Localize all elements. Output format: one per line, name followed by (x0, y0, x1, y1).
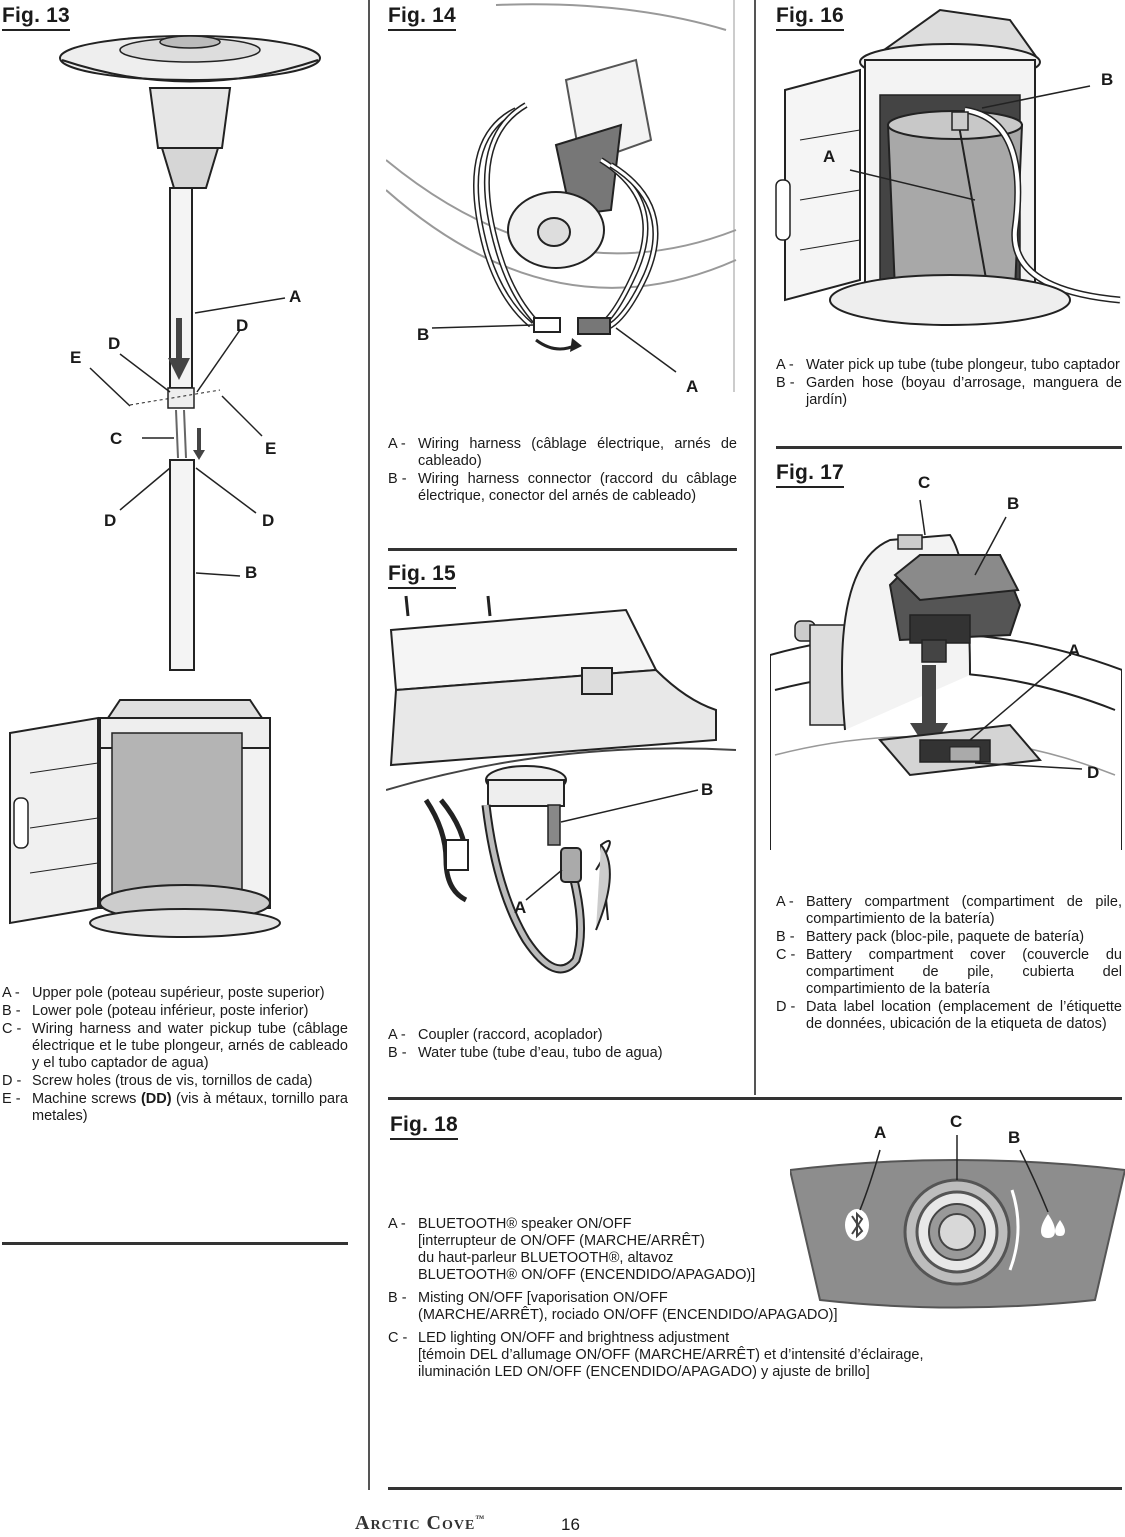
caption-item: B -Water tube (tube d’eau, tubo de agua) (388, 1045, 663, 1061)
caption-item: C -Battery compartment cover (couvercle … (776, 947, 1122, 997)
caption-item: A -Upper pole (poteau supérieur, poste s… (2, 985, 325, 1001)
caption-item: B -Garden hose (boyau d’arrosage, mangue… (776, 375, 1122, 408)
caption-item: D -Screw holes (trous de vis, tornillos … (2, 1073, 313, 1089)
caption-item: B -Lower pole (poteau inférieur, poste i… (2, 1003, 309, 1019)
fig13-label-c: C (110, 429, 123, 448)
fig13-label-d4: D (262, 511, 275, 530)
fig17-label-b: B (1007, 494, 1020, 513)
caption-item: C -Wiring harness and water pickup tube … (2, 1021, 348, 1071)
page-number: 16 (561, 1515, 580, 1534)
fig14-title: Fig. 14 (388, 4, 456, 31)
fig13-bottom-rule (2, 1242, 348, 1245)
fig18-caption: A - BLUETOOTH® speaker ON/OFF [interrupt… (388, 1216, 1028, 1387)
caption-item: E -Machine screws (DD) (vis à métaux, to… (2, 1091, 348, 1124)
fig13-label-d3: D (104, 511, 117, 530)
caption-item: A - BLUETOOTH® speaker ON/OFF [interrupt… (388, 1216, 756, 1283)
fig17-battery-illustration (770, 499, 1122, 850)
fig17-caption: A -Battery compartment (compartiment de … (776, 894, 1122, 1034)
fig18-label-b: B (1008, 1128, 1021, 1147)
caption-item: A -Coupler (raccord, acoplador) (388, 1027, 603, 1043)
fig14-wiring-illustration (386, 0, 737, 392)
fig18-title: Fig. 18 (390, 1113, 458, 1140)
fig17-label-c: C (918, 473, 931, 492)
caption-item: A -Wiring harness (câblage électrique, a… (388, 436, 737, 469)
fig18-bottom-rule (388, 1487, 1122, 1490)
fig13-label-d2: D (108, 334, 121, 353)
fig15-label-b: B (701, 780, 714, 799)
fig16-label-a: A (823, 147, 836, 166)
caption-item: B -Battery pack (bloc-pile, paquete de b… (776, 929, 1085, 945)
fig13-label-d1: D (236, 316, 249, 335)
caption-item: D -Data label location (emplacement de l… (776, 999, 1122, 1032)
fig14-label-a: A (686, 377, 699, 396)
caption-item: A -Water pick up tube (tube plongeur, tu… (776, 357, 1120, 373)
fig13-label-e2: E (265, 439, 277, 458)
fig17-label-a: A (1068, 641, 1081, 660)
fig17-label-d: D (1087, 763, 1100, 782)
column-divider-left (368, 0, 370, 1490)
fig13-label-b: B (245, 563, 258, 582)
fig18-control-panel-illustration (790, 1135, 1125, 1309)
caption-item: C - LED lighting ON/OFF and brightness a… (388, 1330, 924, 1380)
fig14-bottom-rule (388, 548, 737, 551)
fig16-reservoir-illustration (775, 8, 1121, 326)
fig13-title: Fig. 13 (2, 4, 70, 31)
fig18-label-c: C (950, 1112, 963, 1131)
fig13-label-e1: E (70, 348, 82, 367)
fig16-bottom-rule (776, 446, 1122, 449)
caption-item: A -Battery compartment (compartiment de … (776, 894, 1122, 927)
fig14-caption: A -Wiring harness (câblage électrique, a… (388, 436, 737, 506)
fig15-caption: A -Coupler (raccord, acoplador) B -Water… (388, 1027, 737, 1063)
caption-item: B - Misting ON/OFF [vaporisation ON/OFF … (388, 1290, 838, 1323)
fig13-label-a: A (289, 287, 302, 306)
brand-logo: Arctic Cove™ (355, 1512, 486, 1534)
column-divider-right (754, 0, 756, 1095)
fig14-label-b: B (417, 325, 430, 344)
fig18-label-a: A (874, 1123, 887, 1142)
fig13-caption: A -Upper pole (poteau supérieur, poste s… (2, 985, 348, 1126)
caption-item: B -Wiring harness connector (raccord du … (388, 471, 737, 504)
fig15-label-a: A (514, 898, 527, 917)
fig18-top-rule (388, 1097, 1122, 1100)
fig16-title: Fig. 16 (776, 4, 844, 31)
fig13-patio-heater-illustration (9, 35, 321, 938)
fig16-caption: A -Water pick up tube (tube plongeur, tu… (776, 357, 1122, 410)
fig15-title: Fig. 15 (388, 562, 456, 589)
fig16-label-b: B (1101, 70, 1114, 89)
fig17-title: Fig. 17 (776, 461, 844, 488)
fig15-water-tube-illustration (386, 595, 737, 974)
